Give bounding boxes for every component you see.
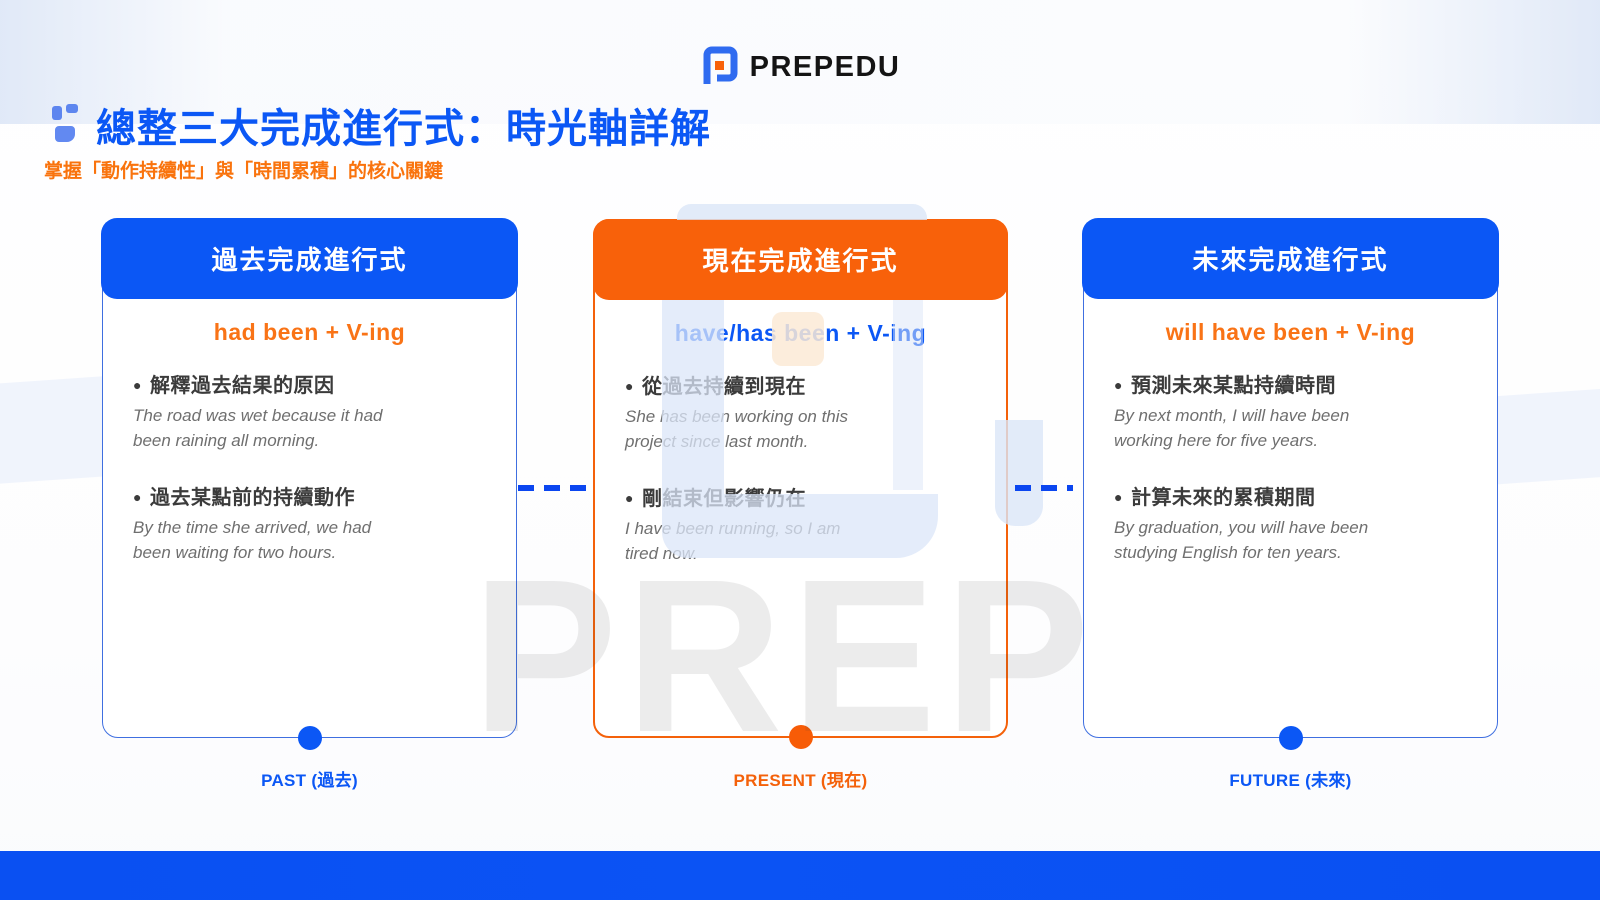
card-body: had been + V-ing ● 解釋過去結果的原因 The road was… <box>103 301 516 737</box>
page-subtitle: 掌握「動作持續性」與「時間累積」的核心關鍵 <box>44 161 444 182</box>
point-example: By the time she arrived, we had been wai… <box>133 518 372 563</box>
point-example: The road was wet because it had been rai… <box>133 406 383 451</box>
dashed-timeline-connector-right <box>1015 485 1073 491</box>
card-body: have/has been + V-ing ● 從過去持續到現在 She has … <box>595 302 1006 736</box>
point-heading: ● 過去某點前的持續動作 <box>133 481 486 510</box>
logo-watermark-top <box>677 204 927 220</box>
point-heading: ● 預測未來某點持續時間 <box>1114 369 1467 398</box>
point-heading-text: 計算未來的累積期間 <box>1130 487 1316 510</box>
bullet-icon: ● <box>625 378 634 395</box>
card-body: will have been + V-ing ● 預測未來某點持續時間 By ne… <box>1084 301 1497 737</box>
title-decoration-fragment <box>52 104 80 144</box>
page-title: 總整三大完成進行式：時光軸詳解 <box>96 107 711 151</box>
point-heading: ● 計算未來的累積期間 <box>1114 481 1467 510</box>
usage-point: ● 預測未來某點持續時間 By next month, I will have b… <box>1114 369 1467 454</box>
tense-formula: had been + V-ing <box>213 319 406 345</box>
point-heading-text: 預測未來某點持續時間 <box>1130 375 1336 398</box>
card-title: 未來完成進行式 <box>1082 218 1499 299</box>
usage-point: ● 計算未來的累積期間 By graduation, you will have … <box>1114 481 1467 566</box>
point-example: I have been running, so I am tired now. <box>625 519 841 564</box>
point-heading: ● 剛結束但影響仍在 <box>625 482 976 511</box>
card-past-perfect-progressive: 過去完成進行式 had been + V-ing ● 解釋過去結果的原因 The … <box>101 218 518 750</box>
point-example: She has been working on this project sin… <box>625 407 849 452</box>
timeline-label-future: FUTURE (未來) <box>1229 771 1352 790</box>
bullet-icon: ● <box>1114 489 1123 506</box>
bullet-icon: ● <box>133 377 142 394</box>
prepedu-logo: PREPEDU <box>0 44 1600 91</box>
point-heading: ● 解釋過去結果的原因 <box>133 369 486 398</box>
point-example: By next month, I will have been working … <box>1114 406 1350 451</box>
prepedu-logo-icon <box>700 44 740 91</box>
point-heading-text: 從過去持續到現在 <box>641 376 806 399</box>
bullet-icon: ● <box>1114 377 1123 394</box>
timeline-dot-past <box>297 726 322 750</box>
usage-point: ● 從過去持續到現在 She has been working on this p… <box>625 370 976 455</box>
timeline-dot-present <box>788 725 813 749</box>
usage-point: ● 過去某點前的持續動作 By the time she arrived, we … <box>133 481 486 566</box>
point-heading-text: 過去某點前的持續動作 <box>149 487 355 510</box>
card-future-perfect-progressive: 未來完成進行式 will have been + V-ing ● 預測未來某點持續… <box>1082 218 1499 750</box>
usage-point: ● 解釋過去結果的原因 The road was wet because it h… <box>133 369 486 454</box>
footer-bar <box>0 851 1600 900</box>
bullet-icon: ● <box>133 489 142 506</box>
tense-formula: will have been + V-ing <box>1165 319 1416 345</box>
dashed-timeline-connector-left <box>518 485 588 491</box>
timeline-label-past: PAST (過去) <box>261 771 358 790</box>
point-heading-text: 剛結束但影響仍在 <box>641 488 806 511</box>
timeline-label-present: PRESENT (現在) <box>733 771 868 790</box>
point-example: By graduation, you will have been studyi… <box>1114 518 1369 563</box>
card-present-perfect-progressive: 現在完成進行式 have/has been + V-ing ● 從過去持續到現在 … <box>593 219 1008 749</box>
bullet-icon: ● <box>625 490 634 507</box>
card-title: 過去完成進行式 <box>101 218 518 299</box>
card-title: 現在完成進行式 <box>593 219 1008 300</box>
prepedu-logo-text: PREPEDU <box>749 51 901 83</box>
point-heading-text: 解釋過去結果的原因 <box>149 375 335 398</box>
timeline-dot-future <box>1278 726 1303 750</box>
point-heading: ● 從過去持續到現在 <box>625 370 976 399</box>
timeline-background-band <box>0 0 1600 124</box>
usage-point: ● 剛結束但影響仍在 I have been running, so I am t… <box>625 482 976 567</box>
tense-formula: have/has been + V-ing <box>674 320 927 346</box>
